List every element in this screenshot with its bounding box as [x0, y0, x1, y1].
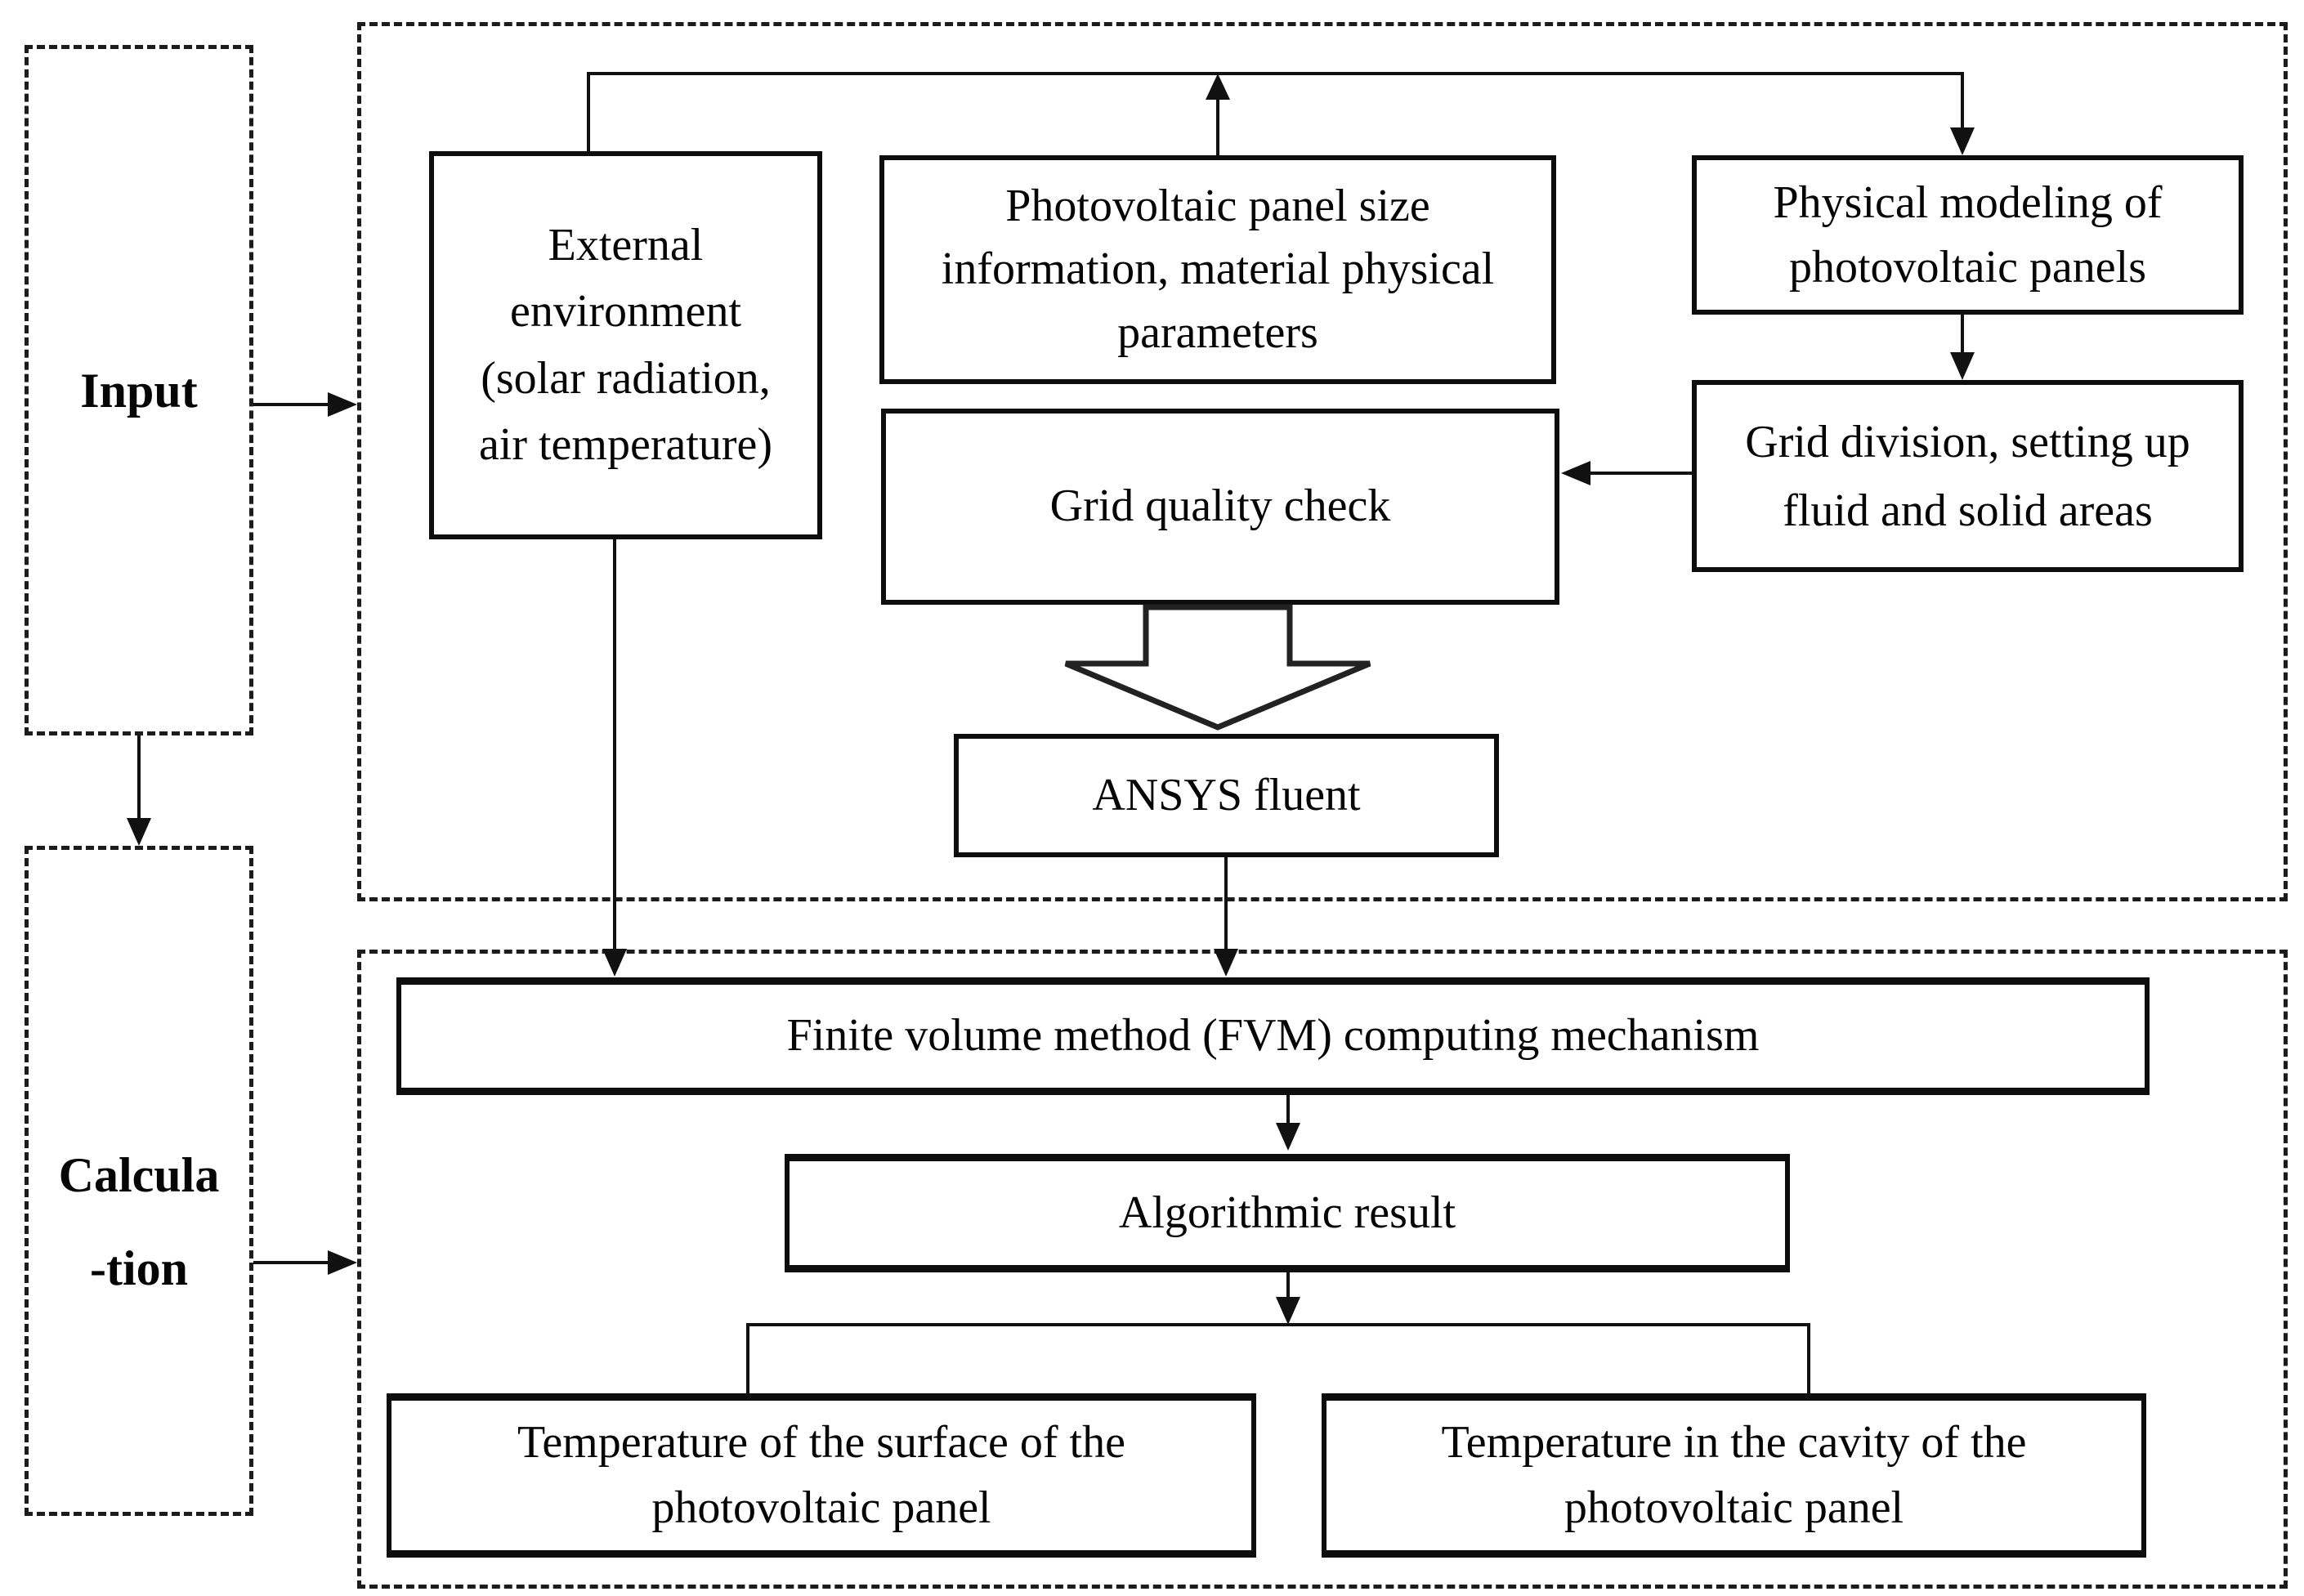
- node-algorithmic-result-line1: Algorithmic result: [1118, 1187, 1456, 1238]
- arrow-input-to-calculation-head: [127, 818, 151, 846]
- arrow-griddivision-to-gridquality-shaft: [1589, 472, 1692, 475]
- input-stage-label: Input: [80, 363, 198, 418]
- node-external-environment: External environment (solar radiation, a…: [429, 151, 822, 539]
- arrow-bus-to-physmodel-head: [1950, 127, 1975, 155]
- arrow-fvm-to-algo-shaft: [1286, 1095, 1290, 1126]
- input-stage-box: Input: [25, 45, 253, 735]
- node-temp-cavity-line2: photovoltaic panel: [1564, 1482, 1904, 1533]
- calculation-stage-label-line2: -tion: [90, 1241, 188, 1295]
- node-temp-surface-line2: photovoltaic panel: [651, 1482, 991, 1533]
- branch-horizontal-line: [746, 1323, 1810, 1326]
- node-external-environment-line1: External: [548, 220, 704, 271]
- arrow-physmodel-to-griddivision-shaft: [1961, 315, 1964, 354]
- arrow-external-to-fvm-head: [602, 949, 627, 977]
- node-fvm-line1: Finite volume method (FVM) computing mec…: [786, 1010, 1760, 1062]
- node-external-environment-line3: (solar radiation,: [481, 352, 771, 404]
- arrow-calculation-to-region-shaft: [253, 1261, 332, 1264]
- bus-to-external-connector: [587, 72, 590, 151]
- node-external-environment-line4: air temperature): [478, 418, 773, 470]
- node-grid-division: Grid division, setting up fluid and soli…: [1692, 380, 2244, 572]
- arrow-input-to-calculation-shaft: [137, 735, 141, 818]
- node-temp-cavity: Temperature in the cavity of the photovo…: [1322, 1393, 2146, 1558]
- arrow-external-to-fvm-shaft: [613, 539, 616, 950]
- arrow-algo-to-branch-head: [1276, 1297, 1300, 1325]
- arrow-ansys-to-fvm-head: [1214, 949, 1238, 977]
- node-external-environment-line2: environment: [509, 286, 742, 338]
- node-temp-cavity-line1: Temperature in the cavity of the: [1441, 1416, 2027, 1468]
- calculation-stage-box: Calcula -tion: [25, 846, 253, 1516]
- arrow-ansys-to-fvm-shaft: [1224, 857, 1228, 950]
- calculation-region-border: [357, 950, 2288, 1589]
- node-physical-modeling-line1: Physical modeling of: [1773, 177, 2163, 229]
- node-ansys-fluent: ANSYS fluent: [954, 734, 1499, 857]
- calculation-stage-label-line1: Calcula: [58, 1148, 220, 1202]
- top-bus-line: [587, 72, 1964, 75]
- node-temp-surface-line1: Temperature of the surface of the: [517, 1416, 1125, 1468]
- branch-right-drop-line: [1807, 1323, 1810, 1393]
- node-ansys-fluent-line1: ANSYS fluent: [1092, 769, 1361, 820]
- node-pv-panel-info-line3: parameters: [1117, 306, 1318, 358]
- node-grid-quality-check: Grid quality check: [881, 409, 1559, 605]
- arrow-griddivision-to-gridquality-head: [1561, 461, 1590, 485]
- node-physical-modeling: Physical modeling of photovoltaic panels: [1692, 155, 2244, 315]
- node-pv-panel-info-line2: information, material physical: [941, 244, 1495, 295]
- arrow-pvinfo-to-bus-shaft: [1216, 96, 1219, 157]
- node-pv-panel-info: Photovoltaic panel size information, mat…: [879, 155, 1556, 384]
- preprocessing-region-border: [357, 22, 2288, 901]
- arrow-input-to-region-head: [328, 392, 357, 417]
- arrow-calculation-to-region-head: [328, 1250, 357, 1275]
- node-fvm: Finite volume method (FVM) computing mec…: [396, 977, 2150, 1095]
- arrow-bus-to-physmodel-shaft: [1961, 72, 1964, 131]
- arrow-fvm-to-algo-head: [1276, 1123, 1300, 1151]
- branch-left-drop-line: [746, 1323, 749, 1393]
- arrow-input-to-region-shaft: [253, 403, 332, 406]
- node-physical-modeling-line2: photovoltaic panels: [1788, 241, 2146, 293]
- arrow-algo-to-branch-shaft: [1286, 1272, 1290, 1299]
- arrow-physmodel-to-griddivision-head: [1950, 352, 1975, 380]
- arrow-pvinfo-to-bus-head: [1206, 74, 1230, 100]
- node-grid-division-line2: fluid and solid areas: [1783, 485, 2153, 536]
- node-pv-panel-info-line1: Photovoltaic panel size: [1005, 181, 1430, 232]
- node-algorithmic-result: Algorithmic result: [785, 1154, 1790, 1272]
- block-arrow-to-ansys: [1064, 604, 1371, 731]
- node-grid-quality-check-line1: Grid quality check: [1049, 481, 1391, 532]
- node-temp-surface: Temperature of the surface of the photov…: [387, 1393, 1256, 1558]
- node-grid-division-line1: Grid division, setting up: [1745, 416, 2190, 467]
